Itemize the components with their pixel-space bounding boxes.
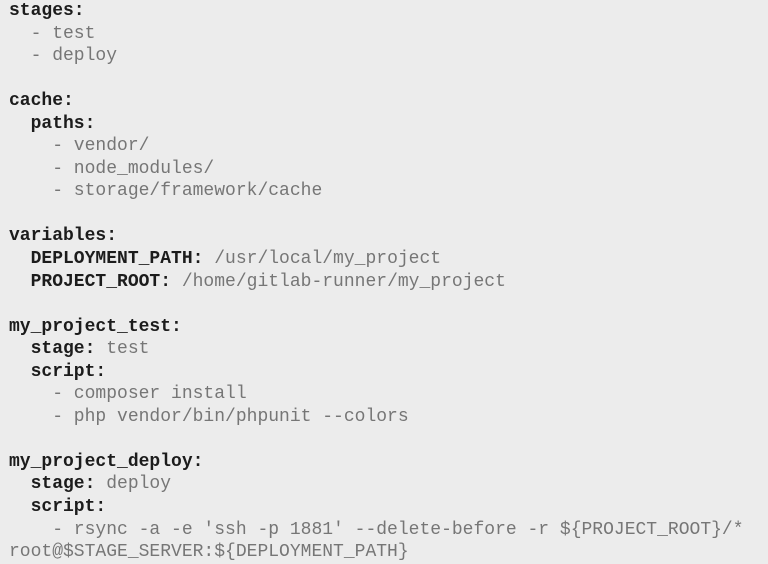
yaml-key-text: script: <box>9 497 107 518</box>
code-line: paths: <box>9 113 768 136</box>
yaml-key-text: DEPLOYMENT_PATH: <box>9 249 204 270</box>
yaml-value-text: - storage/framework/cache <box>9 181 323 202</box>
code-line <box>9 203 768 226</box>
yaml-key-text: PROJECT_ROOT: <box>9 271 172 292</box>
yaml-value-text: - node_modules/ <box>9 158 215 179</box>
yaml-value-text: /home/gitlab-runner/my_project <box>171 271 506 292</box>
yaml-value-text: - test <box>9 23 96 44</box>
yaml-value-text: /usr/local/my_project <box>203 249 442 270</box>
yaml-value-text: - vendor/ <box>9 136 150 157</box>
code-line: variables: <box>9 225 768 248</box>
yaml-key-text: my_project_test: <box>9 316 182 337</box>
yaml-key-text: stage: <box>9 474 96 495</box>
yaml-value-text: - php vendor/bin/phpunit --colors <box>9 406 409 427</box>
code-line: my_project_test: <box>9 316 768 339</box>
code-line: - vendor/ <box>9 135 768 158</box>
yaml-value-text: deploy <box>95 474 172 495</box>
yaml-value-text: root@$STAGE_SERVER:${DEPLOYMENT_PATH} <box>9 542 409 563</box>
code-line: DEPLOYMENT_PATH: /usr/local/my_project <box>9 248 768 271</box>
yaml-value-text: test <box>95 339 150 360</box>
code-line <box>9 68 768 91</box>
code-line: PROJECT_ROOT: /home/gitlab-runner/my_pro… <box>9 271 768 294</box>
yaml-key-text: stages: <box>9 1 85 21</box>
yaml-value-text: - deploy <box>9 46 118 67</box>
code-line: script: <box>9 361 768 384</box>
code-line: - composer install <box>9 383 768 406</box>
yaml-key-text: stage: <box>9 339 96 360</box>
yaml-key-text: cache: <box>9 91 74 112</box>
yaml-key-text: script: <box>9 361 107 382</box>
code-line: - php vendor/bin/phpunit --colors <box>9 406 768 429</box>
code-line <box>9 428 768 451</box>
code-line: my_project_deploy: <box>9 451 768 474</box>
code-line: cache: <box>9 90 768 113</box>
code-line: stage: test <box>9 338 768 361</box>
yaml-value-text: - rsync -a -e 'ssh -p 1881' --delete-bef… <box>9 519 744 540</box>
yaml-key-text: my_project_deploy: <box>9 451 204 472</box>
code-line: root@$STAGE_SERVER:${DEPLOYMENT_PATH} <box>9 541 768 564</box>
code-line: - test <box>9 23 768 46</box>
yaml-key-text: paths: <box>9 113 96 134</box>
code-line: - rsync -a -e 'ssh -p 1881' --delete-bef… <box>9 519 768 542</box>
code-line: stage: deploy <box>9 473 768 496</box>
yaml-value-text: - composer install <box>9 384 247 405</box>
code-line: script: <box>9 496 768 519</box>
code-line: stages: <box>9 0 768 23</box>
code-line <box>9 293 768 316</box>
code-line: - storage/framework/cache <box>9 180 768 203</box>
code-line: - node_modules/ <box>9 158 768 181</box>
yaml-key-text: variables: <box>9 226 118 247</box>
code-line: - deploy <box>9 45 768 68</box>
